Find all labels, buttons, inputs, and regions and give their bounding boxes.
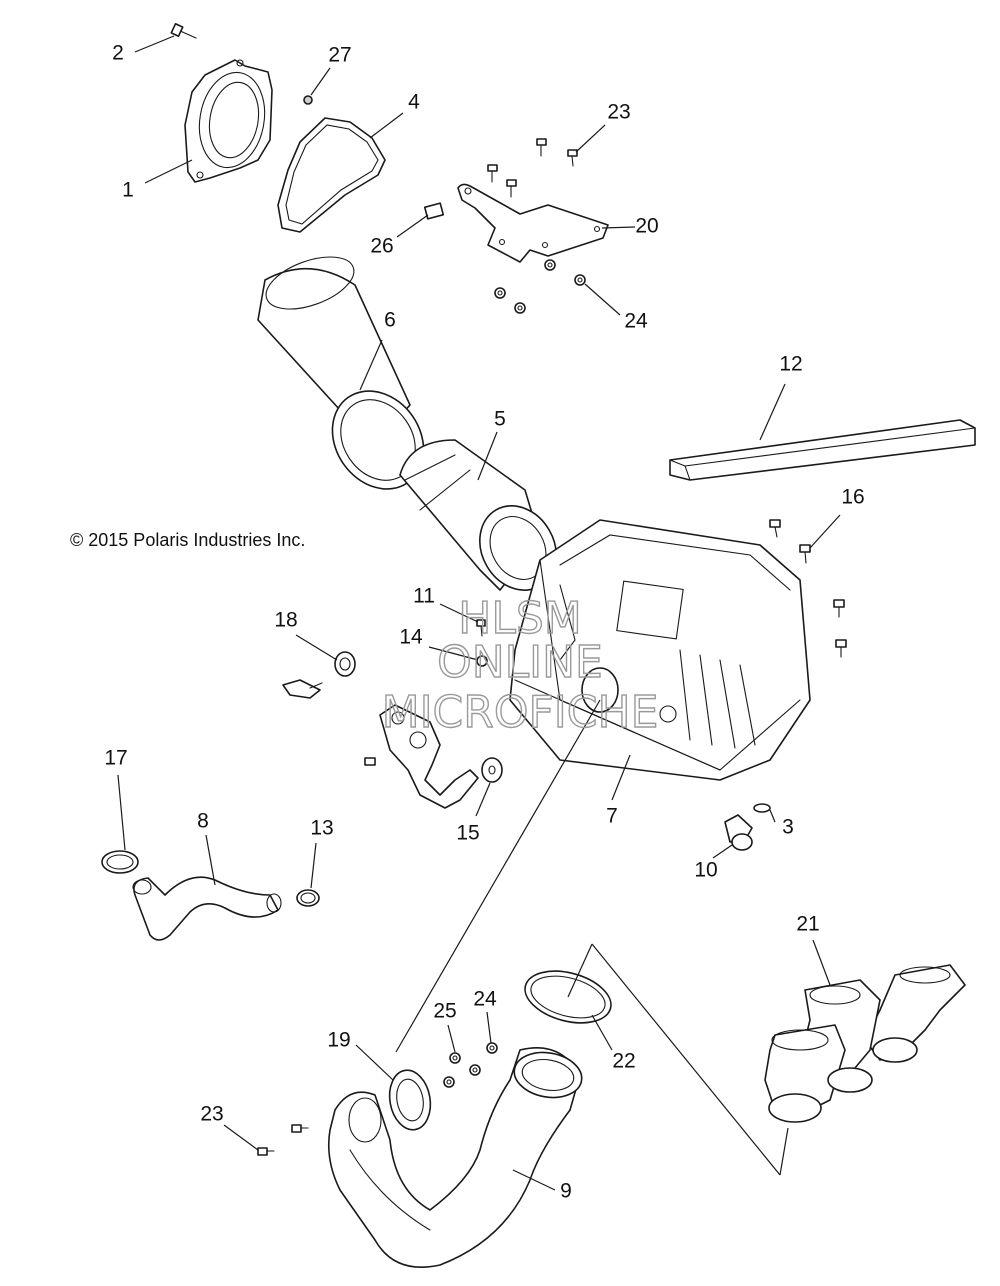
part-nuts-25 xyxy=(443,1052,481,1088)
part-washer-14 xyxy=(476,655,488,667)
callout-24-top: 24 xyxy=(624,310,648,333)
callout-5: 5 xyxy=(494,408,506,431)
part-clamp-13 xyxy=(296,889,320,907)
part-drain-valve-10 xyxy=(724,814,753,851)
part-nuts-24-top xyxy=(494,259,586,314)
callout-18: 18 xyxy=(274,609,297,632)
part-airbox-7 xyxy=(509,519,811,781)
callout-20: 20 xyxy=(635,215,658,238)
callout-23-top: 23 xyxy=(607,101,630,124)
callout-16: 16 xyxy=(841,486,864,509)
callout-21: 21 xyxy=(796,913,819,936)
watermark-line-1: HLSM xyxy=(458,593,582,644)
callout-4: 4 xyxy=(408,91,420,114)
callout-25: 25 xyxy=(433,1000,456,1023)
part-screws-23-bottom xyxy=(257,1124,309,1156)
callout-26: 26 xyxy=(370,235,393,258)
part-gasket-4 xyxy=(277,117,386,233)
callout-17: 17 xyxy=(104,747,127,770)
part-flange-plate-1 xyxy=(184,59,273,183)
part-screw-11 xyxy=(476,619,486,637)
part-clamp-17 xyxy=(101,850,139,874)
part-sensor-bracket xyxy=(282,679,323,699)
callout-11: 11 xyxy=(413,585,435,608)
part-bolts-16 xyxy=(769,519,847,658)
callout-24-bottom: 24 xyxy=(473,988,497,1011)
part-screws-23-top xyxy=(487,138,578,198)
callout-7: 7 xyxy=(606,805,618,828)
callout-2: 2 xyxy=(112,42,124,65)
part-foam-block-12 xyxy=(669,419,976,481)
callout-3: 3 xyxy=(782,816,794,839)
watermark: HLSM ONLINE MICROFICHE xyxy=(381,592,659,738)
part-grommet-15 xyxy=(481,757,503,783)
callout-19: 19 xyxy=(327,1029,350,1052)
callout-23-bottom: 23 xyxy=(200,1103,223,1126)
callout-27: 27 xyxy=(328,44,351,67)
callout-labels: 2 27 4 1 23 20 26 24 6 12 5 16 11 18 14 … xyxy=(104,42,864,1203)
copyright-notice: © 2015 Polaris Industries Inc. xyxy=(70,530,305,550)
part-bracket-20 xyxy=(457,183,609,263)
part-nut-24-bottom xyxy=(486,1042,498,1054)
leader-lines xyxy=(117,35,841,1191)
part-screw-2 xyxy=(170,22,197,39)
part-prefilter-6 xyxy=(257,256,425,490)
part-grommet-18 xyxy=(334,651,356,677)
callout-1: 1 xyxy=(122,179,134,202)
part-valve-assembly xyxy=(364,704,479,809)
callout-6: 6 xyxy=(384,309,396,332)
callout-10: 10 xyxy=(694,859,717,882)
watermark-line-3: MICROFICHE xyxy=(382,687,659,738)
callout-13: 13 xyxy=(310,817,333,840)
part-oring-3 xyxy=(753,803,771,813)
part-nut-27 xyxy=(303,95,313,105)
part-intake-boots-21 xyxy=(764,964,966,1123)
callout-8: 8 xyxy=(197,810,209,833)
part-hose-8 xyxy=(132,876,282,941)
callout-9: 9 xyxy=(560,1180,572,1203)
callout-14: 14 xyxy=(399,626,423,649)
part-coupler-19 xyxy=(388,1069,432,1131)
callout-22: 22 xyxy=(612,1050,635,1073)
callout-12: 12 xyxy=(779,353,802,376)
part-clip-26 xyxy=(423,202,445,220)
watermark-line-2: ONLINE xyxy=(437,637,603,688)
callout-15: 15 xyxy=(456,822,479,845)
part-intake-duct-9 xyxy=(327,1046,583,1269)
